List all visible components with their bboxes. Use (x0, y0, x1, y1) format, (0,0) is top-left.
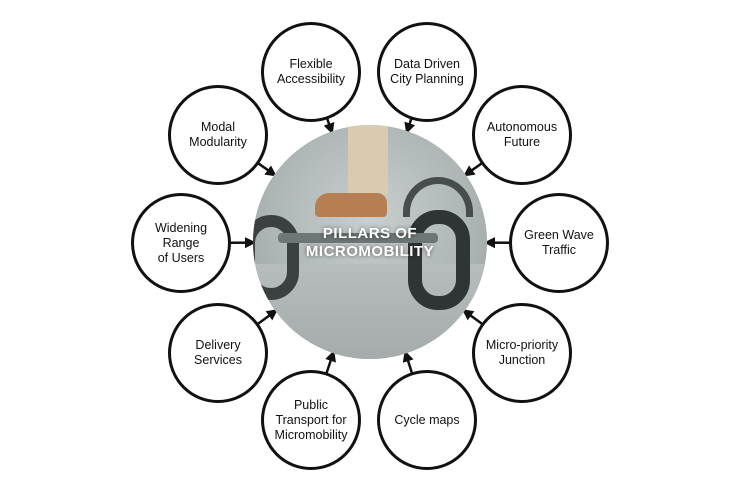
pillar-delivery-services: Delivery Services (168, 303, 268, 403)
center-title: PILLARS OF MICROMOBILITY (305, 225, 435, 260)
pillar-public-transport-for-micromobility: Public Transport for Micromobility (261, 370, 361, 470)
pillar-micro-priority-junction: Micro-priority Junction (472, 303, 572, 403)
pillar-label: Modal Modularity (189, 120, 247, 149)
pillar-flexible-accessibility: Flexible Accessibility (261, 22, 361, 122)
center-photo-leg (348, 125, 388, 195)
center-photo-deck (278, 233, 438, 243)
pillar-label: Data Driven City Planning (390, 57, 464, 86)
pillar-cycle-maps: Cycle maps (377, 370, 477, 470)
center-hub: PILLARS OF MICROMOBILITY (253, 125, 487, 359)
pillar-label: Cycle maps (394, 412, 460, 427)
pillar-green-wave-traffic: Green Wave Traffic (509, 193, 609, 293)
pillar-label: Delivery Services (194, 338, 242, 367)
pillar-label: Autonomous Future (486, 120, 558, 149)
connector-arrow (463, 162, 483, 177)
pillar-modal-modularity: Modal Modularity (168, 85, 268, 185)
pillar-autonomous-future: Autonomous Future (472, 85, 572, 185)
pillar-label: Public Transport for Micromobility (274, 397, 348, 442)
pillar-widening-range-of-users: Widening Range of Users (131, 193, 231, 293)
pillar-data-driven-city-planning: Data Driven City Planning (377, 22, 477, 122)
connector-arrow (257, 162, 277, 177)
pillar-label: Flexible Accessibility (276, 57, 346, 86)
pillar-label: Widening Range of Users (154, 220, 208, 265)
center-photo-fender (403, 177, 473, 217)
pillar-label: Micro-priority Junction (485, 338, 559, 367)
center-photo-shoe (315, 193, 387, 217)
pillar-label: Green Wave Traffic (524, 228, 594, 257)
